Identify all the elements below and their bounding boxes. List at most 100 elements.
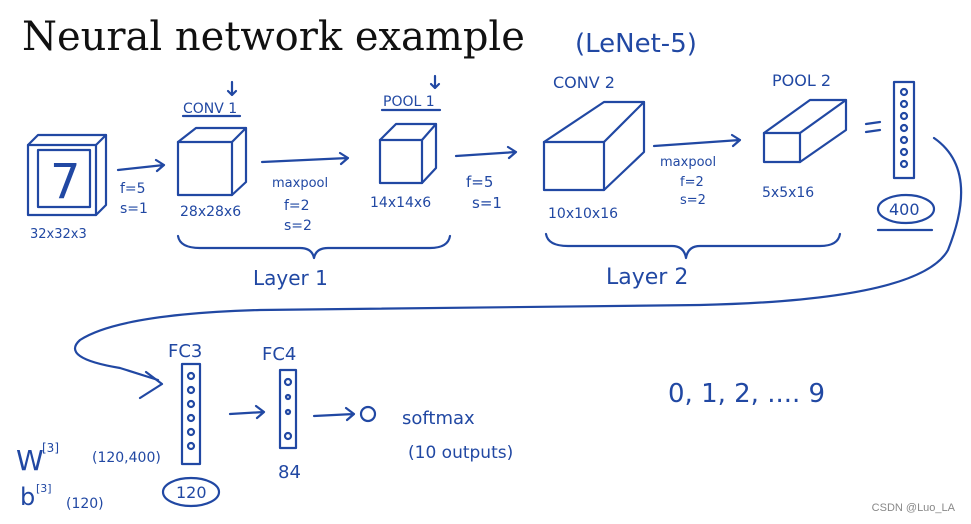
equals-sign	[864, 120, 882, 134]
pool1-s: s=2	[284, 218, 312, 234]
layer1-brace	[176, 234, 452, 260]
arrow-conv2-pool2	[652, 133, 742, 148]
input-inner-frame	[36, 148, 92, 209]
softmax-outputs: (10 outputs)	[408, 443, 513, 463]
fc4-node	[283, 431, 293, 441]
title-text: Neural network example	[22, 14, 525, 60]
pool2-side	[798, 98, 848, 164]
subtitle-lenet: (LeNet-5)	[575, 29, 697, 59]
input-image: 7	[26, 133, 108, 217]
fc3-column	[180, 362, 202, 466]
pool2-dims: 5x5x16	[762, 185, 814, 201]
input-digit: 7	[50, 154, 81, 210]
conv1-pointer	[226, 80, 238, 97]
bias-superscript: [3]	[36, 482, 52, 495]
pool2-f: f=2	[680, 175, 704, 190]
fc4-node	[283, 377, 293, 387]
pool2-label: POOL 2	[772, 71, 831, 90]
fc4-units: 84	[278, 462, 301, 483]
fc4-column	[278, 368, 298, 450]
watermark-text: CSDN @Luo_LA	[871, 502, 955, 514]
fc3-node	[186, 399, 196, 409]
flatten-node	[899, 123, 909, 133]
flatten-column	[892, 80, 916, 180]
flatten-node	[899, 99, 909, 109]
weight-symbol: W	[16, 444, 44, 477]
fc3-label: FC3	[168, 341, 202, 362]
flatten-vector	[892, 80, 916, 180]
pool2-op: maxpool	[660, 155, 716, 170]
pool1-f: f=2	[284, 198, 310, 214]
connector-flatten-fc3	[73, 136, 963, 382]
flatten-units: 400	[889, 200, 920, 219]
conv2-top	[542, 100, 646, 144]
watermark: CSDN @Luo_LA	[872, 502, 955, 514]
flatten-node	[899, 87, 909, 97]
input-dims: 32x32x3	[30, 227, 87, 242]
fc4-node	[284, 393, 292, 401]
conv1-front	[176, 140, 234, 197]
fc3-units-circle	[161, 476, 221, 508]
arrow-input-conv1	[116, 158, 166, 173]
flatten-node	[899, 159, 909, 169]
weight-dims: (120,400)	[92, 450, 161, 466]
arrow-conv1-pool1	[260, 151, 350, 166]
conv1-volume	[176, 126, 248, 197]
conv1-s: s=1	[120, 201, 148, 217]
flatten-node	[899, 135, 909, 145]
fc4-node	[284, 408, 292, 416]
flatten-units-circle	[876, 193, 936, 225]
conv2-dims: 10x10x16	[548, 206, 618, 222]
fc3-node	[186, 413, 196, 423]
layer2-label: Layer 2	[606, 265, 688, 290]
conv2-label: CONV 2	[553, 73, 615, 92]
conv2-front	[542, 140, 606, 192]
pool1-dims: 14x14x6	[370, 195, 431, 211]
output-classes: 0, 1, 2, .... 9	[668, 379, 825, 409]
bias-symbol: b	[20, 483, 35, 511]
fc3-node	[186, 441, 196, 451]
conv1-top	[176, 126, 248, 144]
connector-arrowhead	[138, 370, 164, 400]
conv1-f: f=5	[120, 181, 146, 197]
arrow-fc4-softmax	[312, 406, 356, 422]
arrow-pool1-conv2	[454, 145, 518, 160]
pool1-front	[378, 138, 424, 185]
fc3-units: 120	[176, 483, 207, 502]
flatten-node	[899, 111, 909, 121]
weight-superscript: [3]	[42, 441, 59, 455]
conv2-side	[602, 100, 646, 192]
softmax-node	[359, 405, 377, 423]
pool2-front	[762, 131, 802, 164]
conv2-f: f=5	[466, 173, 493, 191]
fc3-vector	[180, 362, 202, 466]
slide-title: Neural network example	[22, 14, 525, 60]
arrow-fc3-fc4	[228, 404, 266, 420]
pool1-top	[378, 122, 438, 142]
layer1-label: Layer 1	[253, 266, 328, 290]
conv2-s: s=1	[472, 194, 502, 212]
flatten-node	[899, 147, 909, 157]
conv1-dims: 28x28x6	[180, 204, 241, 220]
input-side-face	[94, 133, 108, 217]
pool2-top	[762, 98, 848, 135]
fc3-node	[186, 385, 196, 395]
fc3-node	[186, 371, 196, 381]
softmax-label: softmax	[402, 408, 475, 429]
fc4-vector	[278, 368, 298, 450]
conv2-volume	[542, 100, 646, 192]
layer2-brace	[544, 232, 842, 260]
pool2-s: s=2	[680, 193, 706, 208]
input-top-face	[26, 133, 108, 147]
fc3-node	[186, 427, 196, 437]
conv1-side	[230, 126, 248, 197]
conv1-label: CONV 1	[183, 101, 237, 117]
fc4-label: FC4	[262, 344, 296, 365]
pool1-pointer	[429, 74, 441, 90]
pool2-volume	[762, 98, 848, 164]
pool1-volume	[378, 122, 438, 185]
pool1-op: maxpool	[272, 176, 328, 191]
pool1-side	[420, 122, 438, 185]
